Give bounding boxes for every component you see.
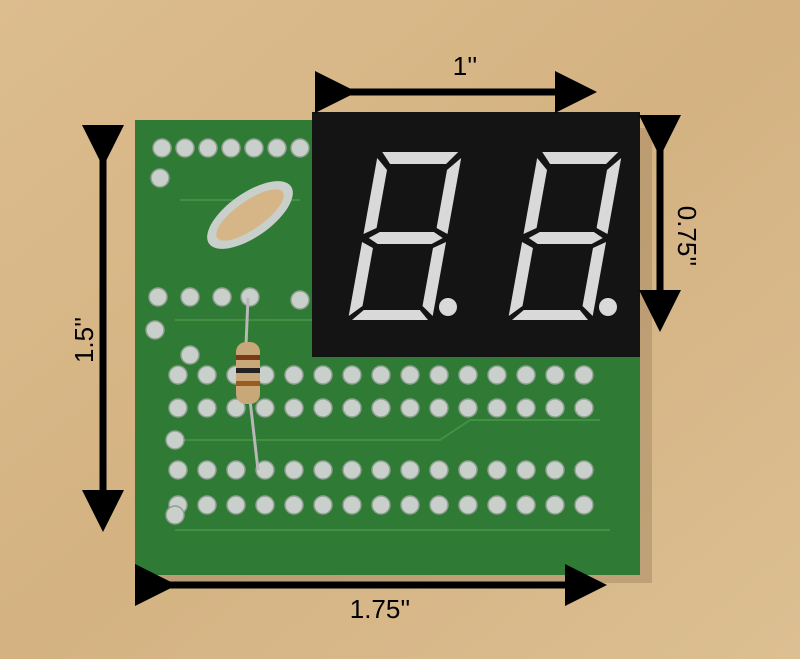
- solder-pad: [516, 398, 536, 418]
- solder-pad: [284, 460, 304, 480]
- solder-pad: [226, 460, 246, 480]
- display-segment: [542, 152, 619, 164]
- solder-pad: [284, 398, 304, 418]
- display-segment: [596, 158, 622, 234]
- mounting-slot-hole: [216, 189, 284, 241]
- solder-pad: [165, 505, 185, 525]
- solder-pad: [168, 365, 188, 385]
- solder-pad: [458, 365, 478, 385]
- solder-pad: [212, 287, 232, 307]
- display-segment: [523, 158, 547, 234]
- solder-pad: [240, 287, 260, 307]
- solder-pad: [371, 495, 391, 515]
- solder-pad: [429, 365, 449, 385]
- solder-pad: [226, 398, 246, 418]
- solder-pad: [487, 365, 507, 385]
- solder-pad: [197, 495, 217, 515]
- solder-pad: [545, 460, 565, 480]
- label-display-height: 0.75'': [672, 206, 702, 267]
- solder-pad: [197, 365, 217, 385]
- display-segment: [582, 242, 607, 316]
- solder-pad: [574, 398, 594, 418]
- solder-pad: [400, 460, 420, 480]
- solder-pad: [400, 398, 420, 418]
- display-digits: [348, 152, 622, 320]
- display-segment: [436, 158, 462, 234]
- solder-pad: [400, 495, 420, 515]
- solder-pad: [148, 287, 168, 307]
- solder-pad: [313, 365, 333, 385]
- dimension-arrows: [82, 71, 681, 606]
- solder-pad: [516, 365, 536, 385]
- solder-pad: [487, 398, 507, 418]
- solder-pad: [198, 138, 218, 158]
- solder-pad: [197, 460, 217, 480]
- solder-pad: [516, 495, 536, 515]
- display-segment: [368, 232, 443, 244]
- solder-pad: [175, 138, 195, 158]
- decimal-point: [439, 298, 457, 316]
- solder-pad: [221, 138, 241, 158]
- solder-pad: [180, 287, 200, 307]
- solder-pad: [545, 495, 565, 515]
- display-segment: [528, 232, 603, 244]
- solder-pad: [255, 398, 275, 418]
- solder-pad: [371, 460, 391, 480]
- solder-pad: [545, 398, 565, 418]
- solder-pad: [574, 365, 594, 385]
- solder-pad: [313, 495, 333, 515]
- solder-pad: [487, 460, 507, 480]
- solder-pad: [400, 365, 420, 385]
- solder-pad: [152, 138, 172, 158]
- solder-pad: [255, 495, 275, 515]
- solder-pad: [545, 365, 565, 385]
- display-segment: [508, 242, 533, 316]
- solder-pad: [458, 495, 478, 515]
- solder-pad: [180, 345, 200, 365]
- solder-pad: [342, 460, 362, 480]
- solder-pad: [284, 495, 304, 515]
- decimal-point: [599, 298, 617, 316]
- solder-pad: [342, 365, 362, 385]
- solder-pad: [516, 460, 536, 480]
- solder-pad: [290, 138, 310, 158]
- solder-pad: [168, 398, 188, 418]
- solder-pad: [168, 460, 188, 480]
- display-segment: [382, 152, 459, 164]
- solder-pad: [145, 320, 165, 340]
- label-display-width: 1'': [453, 51, 477, 81]
- solder-pad: [342, 495, 362, 515]
- resistor: [236, 297, 260, 471]
- solder-pad: [371, 398, 391, 418]
- label-board-height: 1.5'': [69, 317, 99, 363]
- solder-pad: [458, 460, 478, 480]
- solder-pad: [371, 365, 391, 385]
- solder-pad: [574, 495, 594, 515]
- solder-pads: [145, 138, 594, 525]
- solder-pad: [284, 365, 304, 385]
- solder-pad: [267, 138, 287, 158]
- label-board-width: 1.75'': [350, 594, 411, 624]
- solder-pad: [290, 290, 310, 310]
- display-segment: [352, 310, 428, 320]
- solder-pad: [429, 460, 449, 480]
- display-segment: [363, 158, 387, 234]
- solder-pad: [150, 168, 170, 188]
- solder-pad: [165, 430, 185, 450]
- solder-pad: [487, 495, 507, 515]
- solder-pad: [429, 398, 449, 418]
- display-segment: [348, 242, 373, 316]
- solder-pad: [244, 138, 264, 158]
- solder-pad: [313, 460, 333, 480]
- solder-pad: [226, 495, 246, 515]
- display-segment: [422, 242, 447, 316]
- solder-pad: [458, 398, 478, 418]
- solder-pad: [255, 460, 275, 480]
- solder-pad: [429, 495, 449, 515]
- solder-pad: [342, 398, 362, 418]
- solder-pad: [574, 460, 594, 480]
- solder-pad: [197, 398, 217, 418]
- display-segment: [512, 310, 588, 320]
- solder-pad: [313, 398, 333, 418]
